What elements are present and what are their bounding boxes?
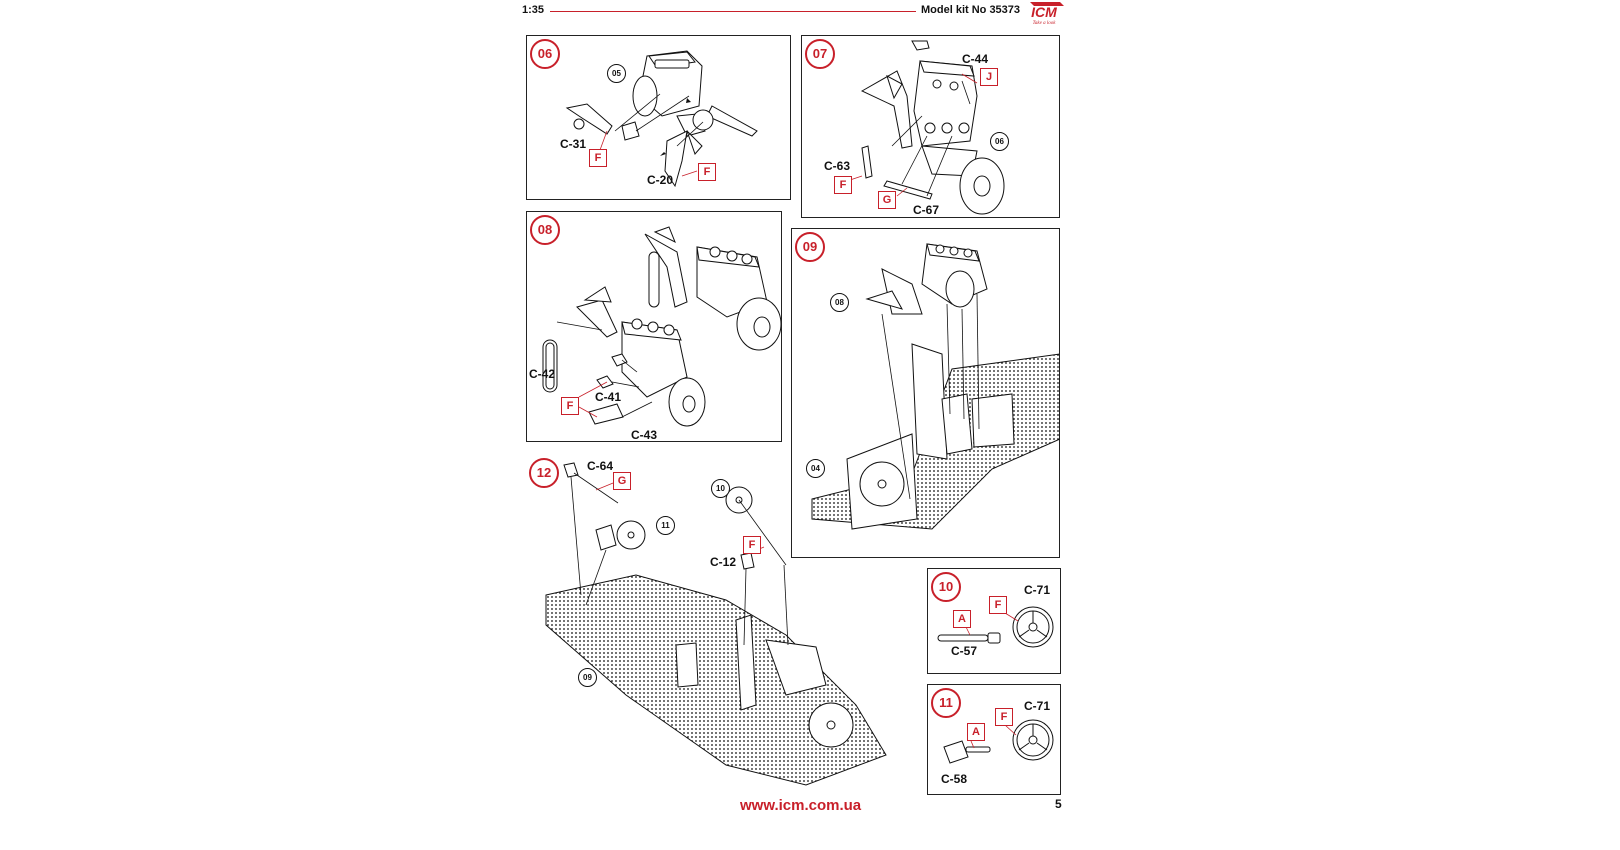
step-12-illustration bbox=[545, 462, 887, 786]
paint-f-box: F bbox=[834, 176, 852, 194]
step-12-number: 12 bbox=[529, 458, 559, 488]
step-07-ref-06: 06 bbox=[990, 132, 1009, 151]
part-c20-label: C-20 bbox=[647, 173, 674, 187]
part-c31-label: C-31 bbox=[560, 137, 587, 151]
paint-g-box: G bbox=[878, 191, 896, 209]
paint-f-box: F bbox=[995, 708, 1013, 726]
part-c41-label: C-41 bbox=[595, 390, 622, 404]
step-10-number: 10 bbox=[931, 572, 961, 602]
paint-g-box: G bbox=[613, 472, 631, 490]
paint-j-box: J bbox=[980, 68, 998, 86]
step-09-panel: 09 08 04 bbox=[791, 228, 1060, 558]
step-09-ref-08: 08 bbox=[830, 293, 849, 312]
step-09-ref-04: 04 bbox=[806, 459, 825, 478]
part-c64-label: C-64 bbox=[587, 459, 614, 473]
step-08-number: 08 bbox=[530, 215, 560, 245]
step-11-number: 11 bbox=[931, 688, 961, 718]
paint-f-box: F bbox=[698, 163, 716, 181]
step-06-ref-05: 05 bbox=[607, 64, 626, 83]
part-c43-label: C-43 bbox=[631, 428, 658, 442]
part-c71-label: C-71 bbox=[1024, 699, 1051, 713]
step-11-illustration bbox=[943, 719, 1054, 764]
step-08-illustration bbox=[542, 226, 781, 427]
part-c42-label: C-42 bbox=[529, 367, 556, 381]
step-10-illustration bbox=[937, 606, 1054, 648]
step-06-number: 06 bbox=[530, 39, 560, 69]
part-c71-label: C-71 bbox=[1024, 583, 1051, 597]
model-kit-label: Model kit No 35373 bbox=[921, 4, 1021, 16]
icm-logo-graphic: ICM Take a look bbox=[1030, 2, 1064, 26]
part-c44-label: C-44 bbox=[962, 52, 989, 66]
paint-f-box: F bbox=[989, 596, 1007, 614]
step-12-ref-11: 11 bbox=[656, 516, 675, 535]
paint-f-box: F bbox=[561, 397, 579, 415]
step-07-panel: 07 C-44 J 06 C-63 F G C-67 bbox=[801, 35, 1060, 218]
page-number: 5 bbox=[1055, 797, 1062, 811]
step-12-area: 12 C-64 G 11 10 F C-12 09 bbox=[526, 455, 906, 795]
step-11-panel: 11 C-71 F A C-58 bbox=[927, 684, 1061, 795]
part-c63-label: C-63 bbox=[824, 159, 851, 173]
step-06-illustration bbox=[565, 50, 758, 188]
step-09-illustration bbox=[811, 243, 1059, 530]
part-c57-label: C-57 bbox=[951, 644, 978, 658]
step-09-number: 09 bbox=[795, 232, 825, 262]
paint-a-box: A bbox=[967, 723, 985, 741]
icm-logo: ICM Take a look bbox=[1020, 0, 1068, 26]
step-12-ref-09: 09 bbox=[578, 668, 597, 687]
step-08-panel: 08 C-42 C-41 F C-43 bbox=[526, 211, 782, 442]
part-c67-label: C-67 bbox=[913, 203, 940, 217]
step-07-number: 07 bbox=[805, 39, 835, 69]
svg-text:Take a look: Take a look bbox=[1033, 21, 1057, 26]
paint-f-box: F bbox=[589, 149, 607, 167]
header-rule bbox=[550, 11, 916, 12]
step-07-illustration bbox=[846, 40, 1005, 215]
website-link[interactable]: www.icm.com.ua bbox=[740, 797, 862, 814]
step-12-ref-10: 10 bbox=[711, 479, 730, 498]
scale-label: 1:35 bbox=[522, 4, 545, 16]
paint-f-box: F bbox=[743, 536, 761, 554]
svg-text:ICM: ICM bbox=[1031, 4, 1057, 20]
paint-a-box: A bbox=[953, 610, 971, 628]
part-c12-label: C-12 bbox=[710, 555, 737, 569]
part-c58-label: C-58 bbox=[941, 772, 968, 786]
step-10-panel: 10 C-71 F A C-57 bbox=[927, 568, 1061, 674]
step-06-panel: 06 05 C-31 F C-20 F bbox=[526, 35, 791, 200]
